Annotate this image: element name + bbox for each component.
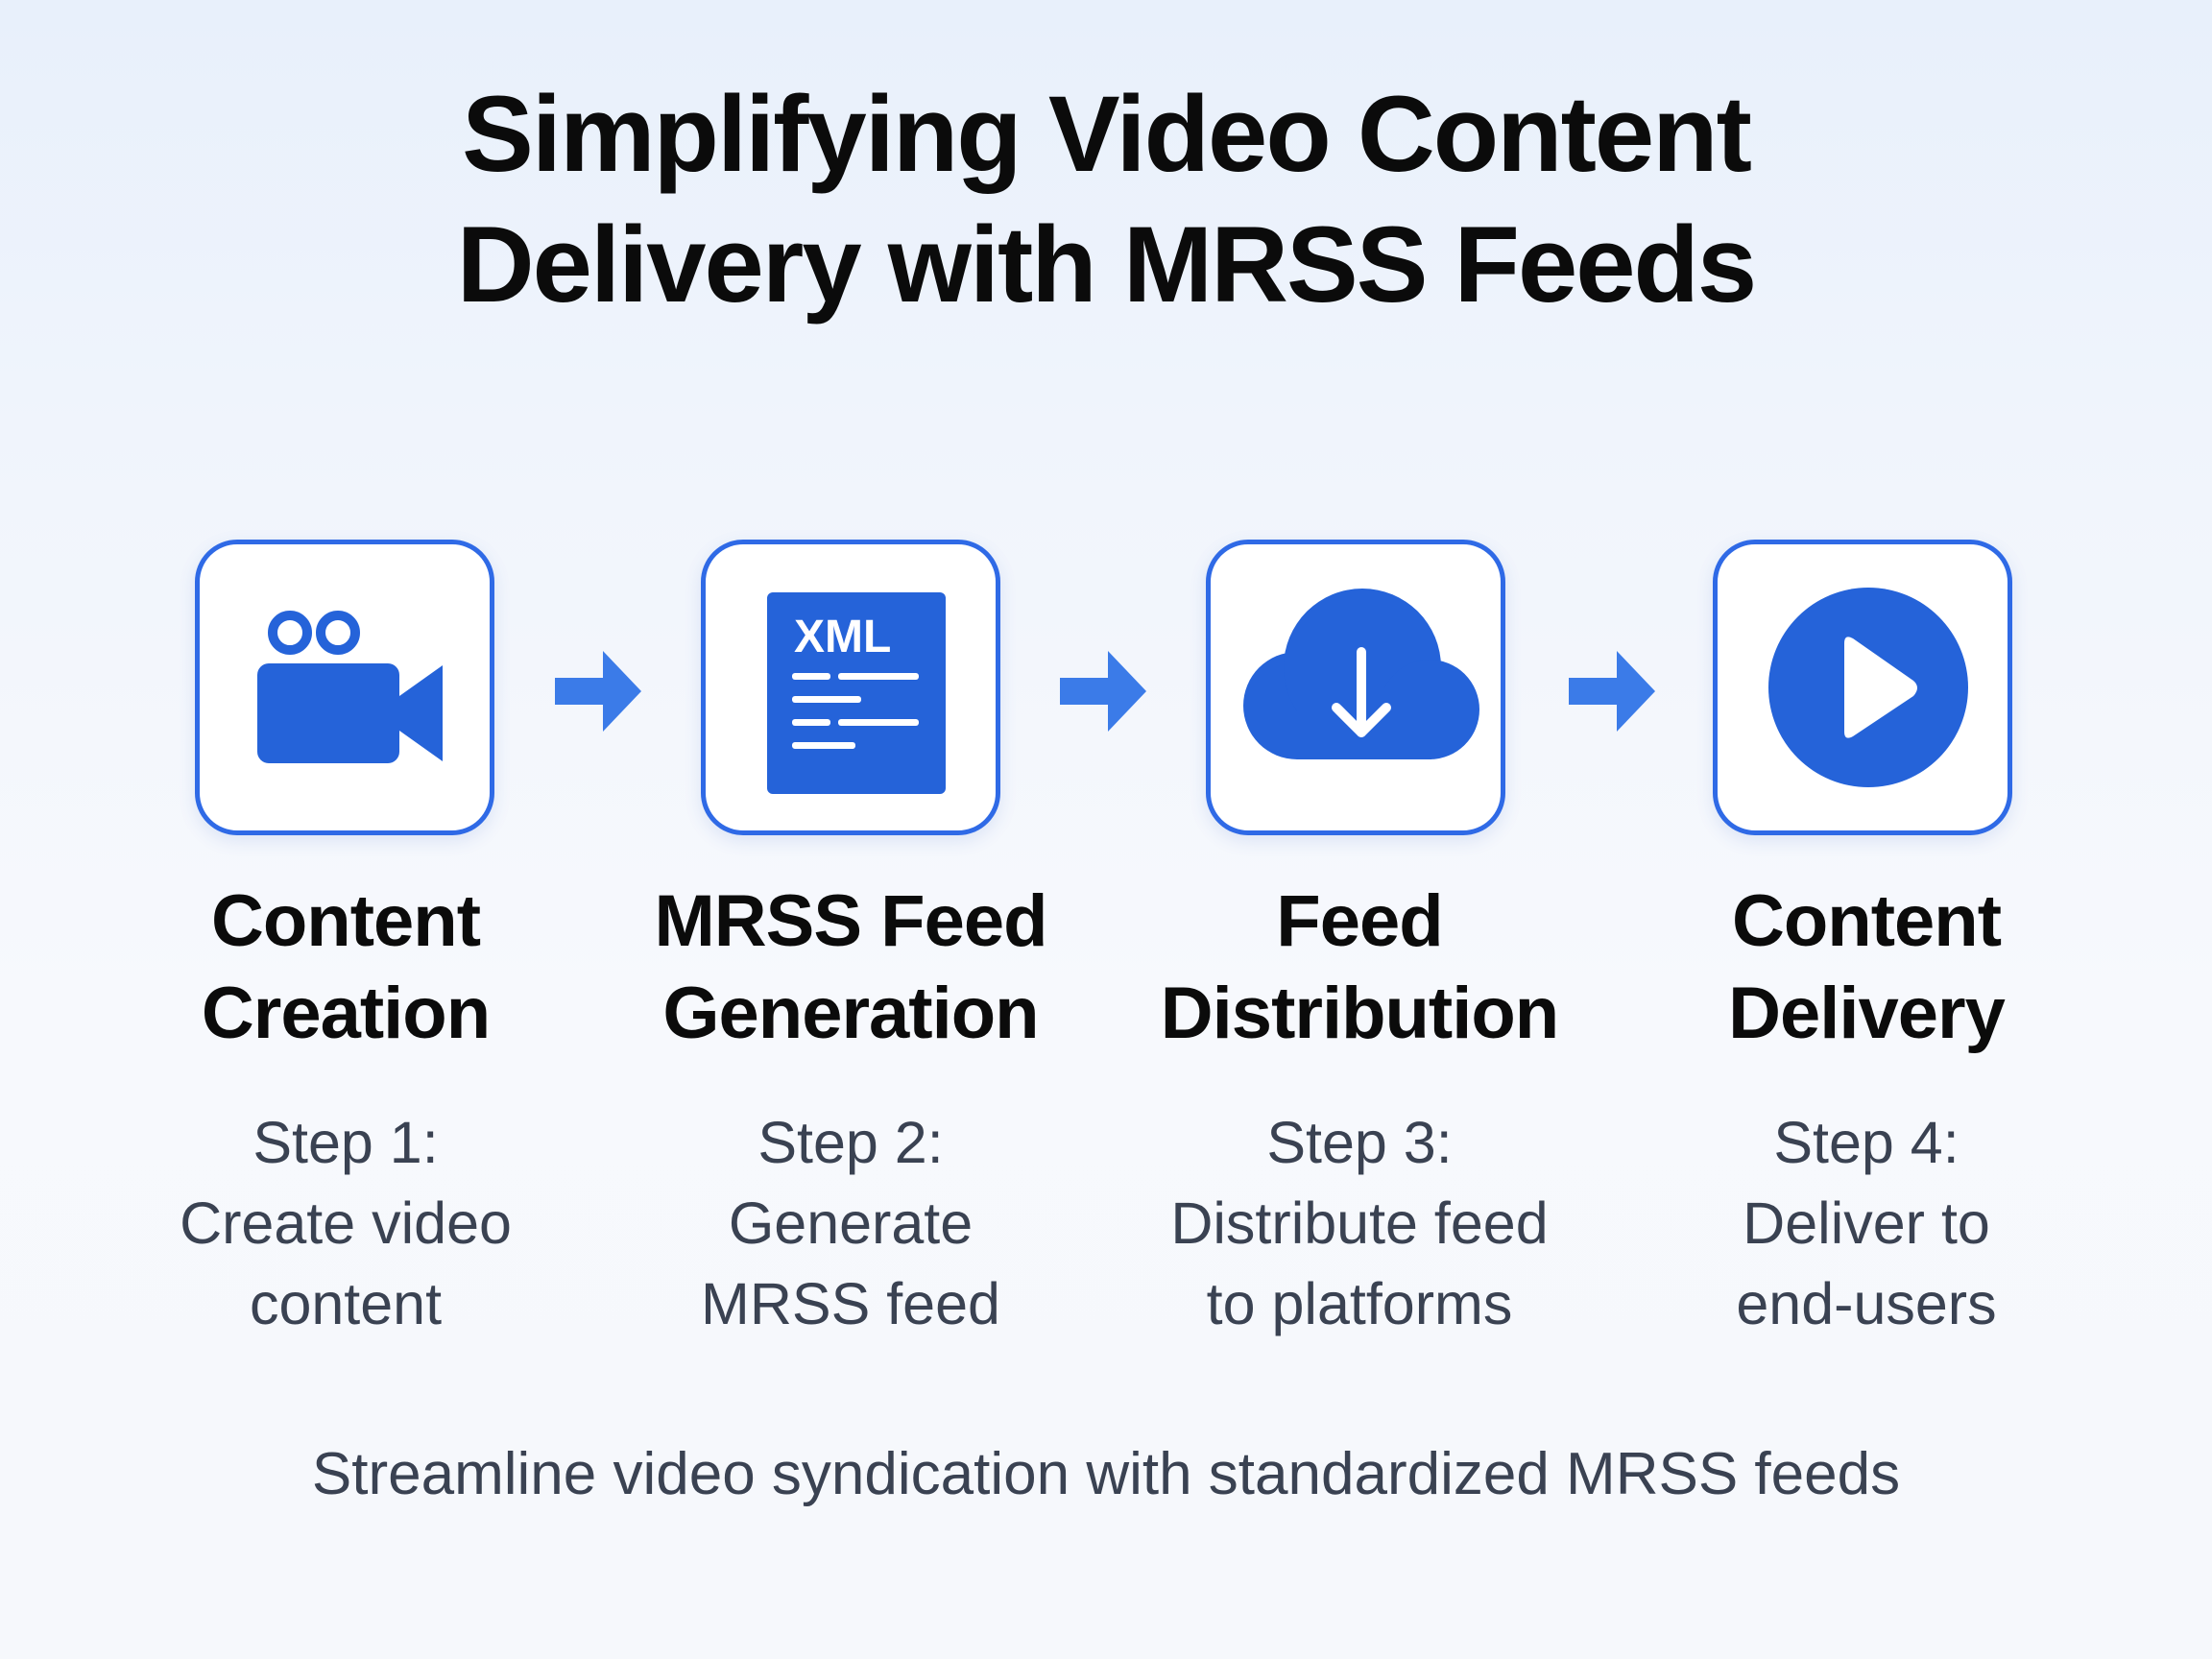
step-3-number: Step 3: xyxy=(1266,1110,1453,1175)
step-2-title: MRSS Feed Generation xyxy=(601,876,1100,1060)
title-line-1: Simplifying Video Content xyxy=(462,74,1752,194)
step-1-description: Step 1: Create video content xyxy=(96,1102,595,1344)
xml-label: XML xyxy=(794,612,891,662)
step-4-title-line-1: Content xyxy=(1731,880,2002,962)
xml-document-icon: XML xyxy=(767,592,946,794)
step-4-desc-line-1: Deliver to xyxy=(1743,1190,1990,1256)
step-3-title: Feed Distribution xyxy=(1110,876,1609,1060)
video-camera-icon xyxy=(257,611,443,763)
step-3-title-line-1: Feed xyxy=(1276,880,1443,962)
step-1-title: Content Creation xyxy=(96,876,595,1060)
step-4-desc-line-2: end-users xyxy=(1736,1271,1997,1336)
step-2-title-line-2: Generation xyxy=(662,973,1039,1054)
step-4-number: Step 4: xyxy=(1773,1110,1960,1175)
step-3-description: Step 3: Distribute feed to platforms xyxy=(1110,1102,1609,1344)
step-2-desc-line-1: Generate xyxy=(728,1190,974,1256)
step-2-icon-box: XML xyxy=(701,540,1000,835)
arrow-right-icon xyxy=(1060,651,1146,732)
step-4-title-line-2: Delivery xyxy=(1728,973,2006,1054)
step-3-desc-line-1: Distribute feed xyxy=(1170,1190,1549,1256)
step-3-desc-line-2: to platforms xyxy=(1206,1271,1513,1336)
step-1-desc-line-2: content xyxy=(249,1271,443,1336)
step-4-title: Content Delivery xyxy=(1617,876,2116,1060)
step-1-number: Step 1: xyxy=(252,1110,439,1175)
arrow-right-icon xyxy=(1569,651,1655,732)
step-2-description: Step 2: Generate MRSS feed xyxy=(601,1102,1100,1344)
title-line-2: Delivery with MRSS Feeds xyxy=(456,204,1757,325)
page-title: Simplifying Video Content Delivery with … xyxy=(0,69,2212,330)
play-icon xyxy=(1768,588,1968,787)
step-3-icon-box xyxy=(1206,540,1505,835)
step-2-desc-line-2: MRSS feed xyxy=(701,1271,1000,1336)
step-1-title-line-1: Content xyxy=(210,880,481,962)
footer-tagline: Streamline video syndication with standa… xyxy=(311,1441,1901,1507)
step-2-title-line-1: MRSS Feed xyxy=(654,880,1047,962)
step-4-description: Step 4: Deliver to end-users xyxy=(1617,1102,2116,1344)
arrow-right-icon xyxy=(555,651,641,732)
step-4-icon-box xyxy=(1713,540,2012,835)
step-3-title-line-2: Distribution xyxy=(1160,973,1559,1054)
cloud-download-icon xyxy=(1243,589,1479,759)
step-1-icon-box xyxy=(195,540,494,835)
step-2-number: Step 2: xyxy=(757,1110,944,1175)
step-1-title-line-2: Creation xyxy=(201,973,491,1054)
step-1-desc-line-1: Create video xyxy=(180,1190,512,1256)
